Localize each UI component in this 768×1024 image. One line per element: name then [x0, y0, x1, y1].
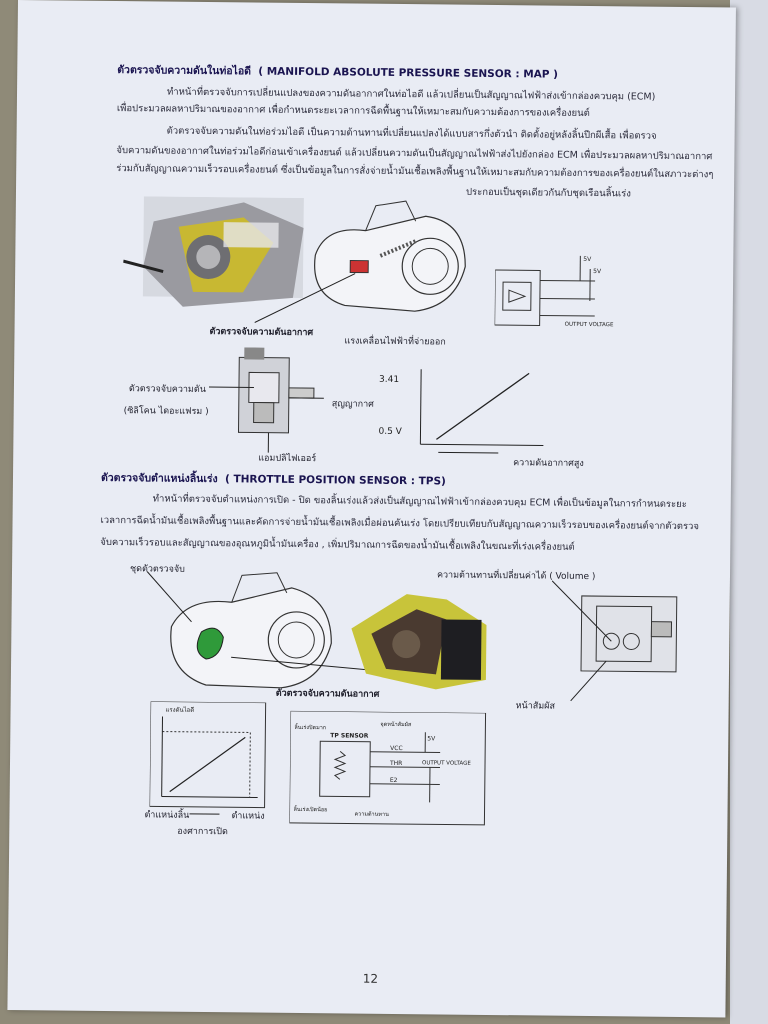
map-graph-v-high: 3.41: [379, 375, 399, 385]
tps-circuit-resistance: ความต้านทาน: [354, 811, 389, 818]
section2-title-en: ( THROTTLE POSITION SENSOR : TPS): [224, 473, 446, 488]
section1-para-line: ตัวตรวจจับความดันในท่อร่วมไอดี เป็นความต…: [166, 125, 657, 142]
section2-para-line: จับความเร็วรอบและสัญญาณของอุณหภูมิน้ำมัน…: [100, 536, 575, 553]
cross-section-leaders: [208, 386, 324, 453]
section1-title-thai: ตัวตรวจจับความดันในท่อไอดี: [117, 64, 252, 78]
section2-title-thai: ตัวตรวจจับตำแหน่งลิ้นเร่ง: [100, 471, 218, 486]
tps-circuit-diagram: ลิ้นเร่งปิดมาก TP SENSOR จุดหน้าสัมผัส 5…: [289, 710, 487, 826]
map-circuit-output: OUTPUT VOLTAGE: [565, 322, 614, 329]
map-pressure-sensor-label: ตัวตรวจจับความดัน: [128, 384, 206, 395]
tps-circuit-e2: E2: [390, 777, 398, 784]
map-circuit-diagram: 5V 5V OUTPUT VOLTAGE: [494, 255, 614, 329]
tps-graph-x1: ตำแหน่งลิ้น: [144, 810, 190, 821]
map-pressure-sensor-caption: ตัวตรวจจับความดันอากาศ: [209, 327, 314, 339]
section1-para-line: เพื่อประมวลผลหาปริมาณของอากาศ เพื่อกำหนด…: [116, 103, 590, 119]
map-graph-v-low: 0.5 V: [378, 427, 402, 437]
map-vacuum-label: สุญญากาศ: [331, 399, 374, 410]
tps-graph: แรงดันไอดี: [149, 701, 267, 815]
tps-graph-y-label: แรงดันไอดี: [166, 706, 195, 714]
section1-para-line: ร่วมกับสัญญาณความเร็วรอบเครื่องยนต์ ซึ่ง…: [116, 163, 714, 181]
page-number: 12: [362, 971, 379, 986]
leader-line: [254, 273, 356, 323]
map-vacuum-hose-label: แรงเคลื่อนไฟฟ้าที่จ่ายออก: [344, 336, 446, 348]
section1-title: ตัวตรวจจับความดันในท่อไอดี ( MANIFOLD AB…: [117, 61, 558, 83]
map-voltage-graph: 3.41 0.5 V: [378, 369, 544, 454]
next-page-edge: [730, 0, 768, 1024]
tps-circuit-output: OUTPUT VOLTAGE: [422, 760, 471, 767]
tps-cutaway-photo: [351, 594, 487, 690]
section2-para-line: ทำหน้าที่ตรวจจับตำแหน่งการเปิด - ปิด ของ…: [152, 493, 687, 511]
map-sensor-cutaway-photo: [122, 196, 304, 307]
section2-title: ตัวตรวจจับตำแหน่งลิ้นเร่ง ( THROTTLE POS…: [101, 469, 446, 490]
section1-title-en: ( MANIFOLD ABSOLUTE PRESSURE SENSOR : MA…: [258, 65, 559, 81]
map-sensor-cross-section: [237, 347, 315, 434]
tps-pressure-sensor-caption: ตัวตรวจจับความดันอากาศ: [275, 688, 380, 700]
tps-contact-surface-label: หน้าสัมผัส: [515, 701, 556, 712]
tps-circuit-thr: THR: [389, 760, 402, 767]
document-page: ตัวตรวจจับความดันในท่อไอดี ( MANIFOLD AB…: [7, 0, 736, 1018]
section2-para-line: เวลาการฉีดน้ำมันเชื้อเพลิงพื้นฐานและคัดก…: [100, 514, 700, 533]
tps-circuit-sensor: TP SENSOR: [330, 732, 369, 739]
throttle-body-drawing: [314, 200, 466, 312]
tps-internal-diagram: [580, 595, 678, 673]
tps-graph-x3: องศาการเปิด: [177, 826, 228, 838]
map-silicon-diaphragm-label: (ซิลิโคน ไดอะแฟรม ): [123, 406, 209, 418]
tps-internal-leaders: [551, 580, 612, 702]
tps-circuit-5v: 5V: [427, 735, 436, 742]
map-circuit-5v-top: 5V: [583, 256, 592, 263]
tps-circuit-contact: จุดหน้าสัมผัส: [380, 721, 412, 728]
map-amplifier-label: แอมปลิไฟเออร์: [258, 453, 317, 465]
tps-graph-x2: ตำแหน่ง: [231, 811, 265, 822]
tps-circuit-vcc: VCC: [390, 745, 403, 752]
tps-circuit-throttle-open: ลิ้นเร่งเปิดน้อย: [293, 805, 328, 813]
section1-para-line: ประกอบเป็นชุดเดียวกันกับชุดเรือนลิ้นเร่ง: [465, 186, 631, 200]
map-circuit-5v-mid: 5V: [593, 268, 602, 275]
tps-circuit-throttle-close: ลิ้นเร่งปิดมาก: [294, 723, 326, 731]
map-graph-x-label: ความดันอากาศสูง: [513, 458, 584, 469]
